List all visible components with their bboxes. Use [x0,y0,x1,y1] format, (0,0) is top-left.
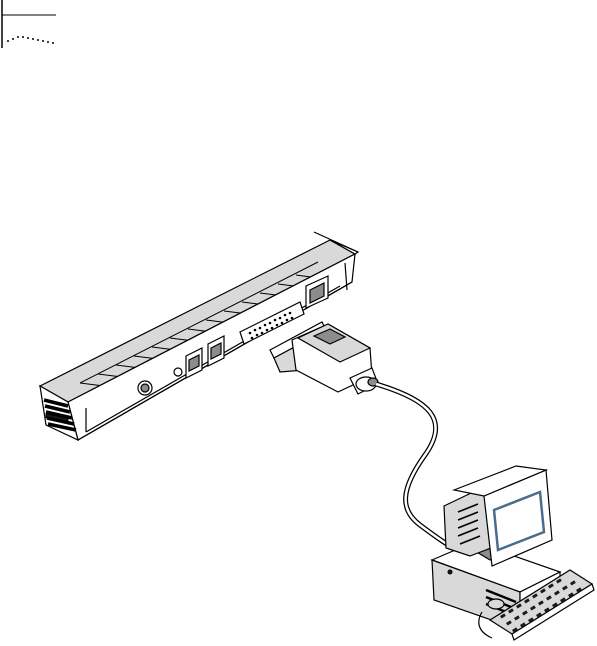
db25-connector-icon [270,322,378,394]
